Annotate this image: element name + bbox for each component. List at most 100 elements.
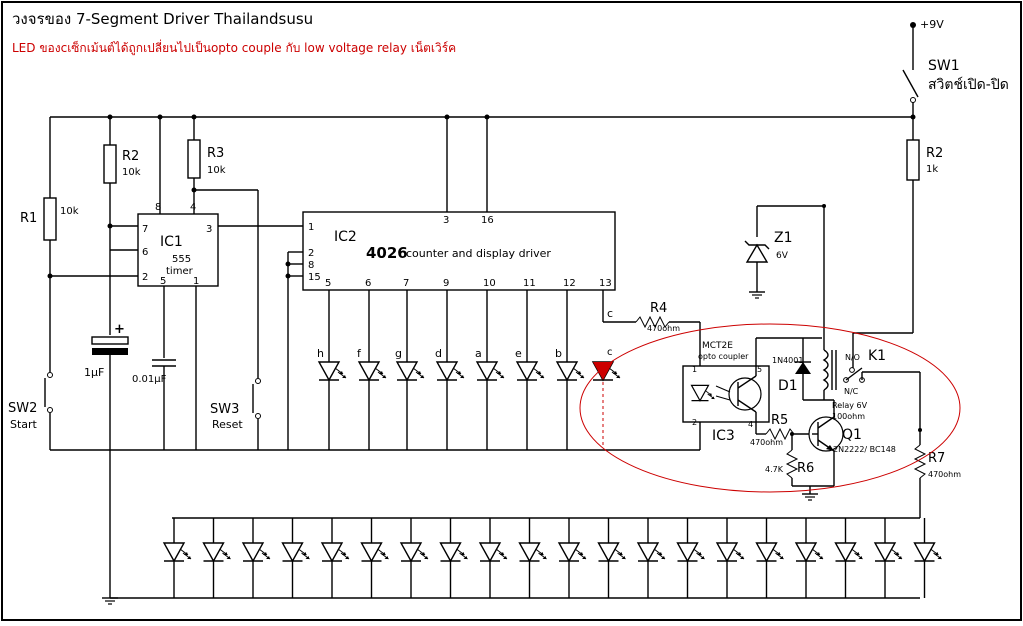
segment-led-e [516,361,545,381]
bank-led [360,542,390,562]
r1-name: R1 [20,211,37,226]
segment-label-c: c [607,347,613,358]
svg-text:4: 4 [748,420,753,429]
sw3-name: SW3 [210,402,239,417]
segment-label-h: h [317,347,324,360]
segment-label-f: f [357,347,362,360]
sw2-name: SW2 [8,401,37,416]
ic3-desc: opto coupler [698,352,749,361]
bank-led [874,542,903,562]
ic1-name: IC1 [160,234,183,250]
z1-name: Z1 [774,230,793,246]
svg-text:1: 1 [193,276,199,287]
diode-d1-relay-k1: 1N4001 D1 N/O N/C K1 Relay 6V 100ohm [772,206,921,430]
segment-led-g [396,361,425,381]
ic2-desc: counter and display driver [406,247,551,260]
bank-led [479,542,508,562]
ic3-part: MCT2E [702,341,733,351]
r7-value: 470ohm [928,470,961,479]
segment-label-g: g [395,347,402,360]
c1-value: 1µF [84,366,104,379]
bank-led [163,542,192,562]
svg-text:5: 5 [757,365,762,374]
q1-name: Q1 [842,427,862,443]
r2-value: 10k [122,167,141,178]
segment-label-d: d [435,347,442,360]
bank-led [913,542,943,562]
segment-led-d [436,361,465,381]
svg-text:15: 15 [308,272,321,283]
ic2-part: 4026 [366,244,408,262]
segment-led-b [556,361,585,381]
k1-name: K1 [868,348,886,364]
svg-text:2: 2 [142,272,148,283]
r5-name: R5 [771,413,788,428]
resistor-r3: R3 10k [187,114,259,378]
svg-text:6: 6 [142,247,148,258]
r6-value: 4.7K [765,465,784,474]
ic2-pin-6: 6 [365,278,371,289]
bank-led [755,542,785,562]
ic2-pin-11: 11 [523,278,536,289]
segment-led-f [358,361,387,381]
ic2-pin-10: 10 [483,278,496,289]
bank-led [400,542,429,562]
led-bank [163,517,943,598]
switch-sw2: SW2 Start [8,372,53,450]
switch-sw3: SW3 Reset [210,378,261,450]
r2b-value: 1k [926,164,938,175]
resistor-r7: R7 470ohm [913,428,961,518]
z1-value: 6V [776,251,789,261]
sw3-label: Reset [212,418,243,431]
svg-text:3: 3 [443,215,449,226]
r4-value: 470ohm [647,324,680,333]
svg-text:4: 4 [190,202,196,213]
resistor-r2: R2 10k [103,114,141,335]
svg-text:7: 7 [142,224,148,235]
ic2-pin-7: 7 [403,278,409,289]
ic3-opto-coupler: IC3 MCT2E opto coupler 1 5 2 4 [682,337,822,444]
ic2-pin-5: 5 [325,278,331,289]
svg-text:3: 3 [206,224,212,235]
segment-led-a [476,361,505,381]
capacitor-c2: 0.01µF [132,359,176,450]
bank-led [676,542,706,562]
bank-led [242,542,271,562]
bank-led [321,542,350,562]
highlight-ellipse [579,323,961,493]
zener-z1: Z1 6V [744,204,826,299]
ic2-4026: IC2 4026 counter and display driver 1 2 … [285,114,616,450]
r2-name: R2 [122,149,139,164]
seg-c-wire-label: c [607,307,613,320]
ic1-555-timer: IC1 555 timer 7 6 2 8 4 3 5 1 [50,114,303,450]
segment-led-c-fill [593,362,613,380]
bank-led [202,542,232,562]
svg-text:2: 2 [692,418,697,427]
svg-text:8: 8 [308,260,314,271]
ic2-name: IC2 [334,229,357,245]
r3-name: R3 [207,146,224,161]
bank-led [637,542,666,562]
transistor-q1-network: R5 470ohm R6 4.7K Q1 2N2222/ BC148 [750,400,896,501]
r3-value: 10k [207,165,226,176]
sw1-label: สวิตช์เปิด-ปิด [928,76,1009,93]
segment-label-e: e [515,347,522,360]
diagram-note: LED ของcเซ็กเม้นต์ได้ถูกเปลี่ยนไปเป็นopt… [12,39,456,56]
r7-name: R7 [928,451,945,466]
k1-no: N/O [845,353,860,362]
r6-name: R6 [797,461,814,476]
k1-desc: Relay 6V [832,401,868,410]
q1-part: 2N2222/ BC148 [833,445,896,454]
d1-part: 1N4001 [772,356,803,365]
sw2-label: Start [10,418,38,431]
svg-text:16: 16 [481,215,494,226]
bank-led [597,542,627,562]
svg-text:+: + [114,322,125,337]
sw1-name: SW1 [928,58,960,74]
power-supply: +9V SW1 สวิตช์เปิด-ปิด [902,18,1009,120]
ic2-pin-13: 13 [599,278,612,289]
bank-led [518,542,548,562]
